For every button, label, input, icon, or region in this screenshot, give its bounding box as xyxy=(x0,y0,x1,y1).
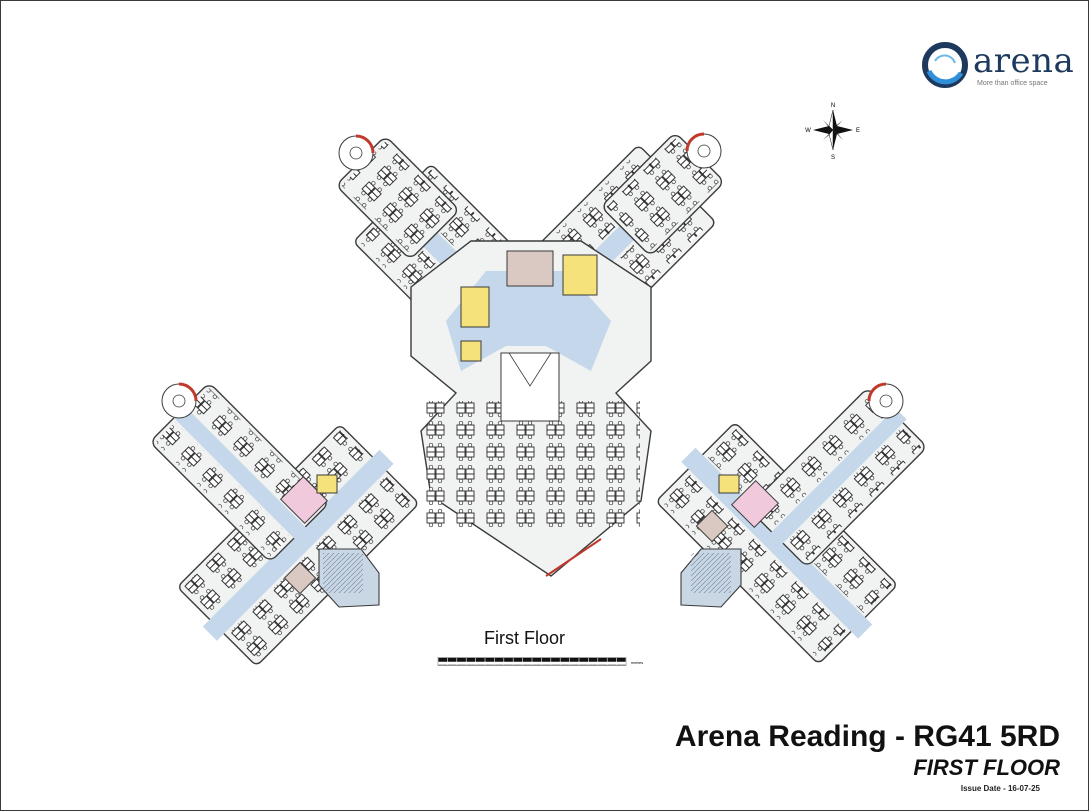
wc-block xyxy=(718,474,740,494)
open-plan-desks xyxy=(341,141,454,254)
wc-block xyxy=(562,254,598,296)
corridor xyxy=(768,408,907,547)
compass-n: N xyxy=(831,103,835,109)
wing-east-arm xyxy=(750,390,925,565)
kitchen xyxy=(730,479,780,529)
wc-block xyxy=(460,340,482,362)
compass-e: E xyxy=(856,128,860,134)
open-plan-desks xyxy=(606,138,719,251)
stair-core-south-east xyxy=(680,509,742,608)
drawing-subtitle: FIRST FLOOR xyxy=(913,755,1060,780)
spiral-stair-east xyxy=(867,382,904,419)
wc-block xyxy=(460,286,490,328)
stair-core-south-west xyxy=(283,548,380,608)
wing-west-arm xyxy=(152,385,327,560)
spiral-stair-north-east xyxy=(685,132,722,169)
scale-bar: metres xyxy=(437,657,643,666)
open-plan-desks xyxy=(753,393,888,528)
wc-block xyxy=(316,474,338,494)
arena-logo: arena More than office space xyxy=(921,41,1081,93)
spiral-stair-north-west xyxy=(338,134,375,171)
swirl-ring-logo xyxy=(922,42,968,88)
atrium-void xyxy=(500,352,560,422)
corridor xyxy=(170,403,309,542)
scale-unit: metres xyxy=(631,660,643,665)
plan-floor-label: First Floor xyxy=(484,628,565,648)
entrance-marker xyxy=(545,538,602,577)
kitchen xyxy=(279,475,329,525)
drawing-title: Arena Reading - RG41 5RD xyxy=(674,720,1060,753)
issue-date: Issue Date - 16-07-25 xyxy=(960,784,1040,793)
open-plan-desks xyxy=(155,422,290,557)
central-open-plan-desks xyxy=(425,401,640,531)
logo-name: arena xyxy=(973,41,1075,81)
compass-w: W xyxy=(805,128,811,134)
spiral-stair-west xyxy=(161,382,198,419)
compass-rose-icon: N S E W xyxy=(805,103,860,161)
open-plan-desks xyxy=(787,427,922,562)
compass-s: S xyxy=(831,155,835,161)
open-plan-desks xyxy=(189,388,324,523)
logo-tagline: More than office space xyxy=(977,80,1048,87)
atrium-stair xyxy=(508,352,552,387)
corridor xyxy=(202,449,394,641)
lift-core xyxy=(506,250,554,287)
